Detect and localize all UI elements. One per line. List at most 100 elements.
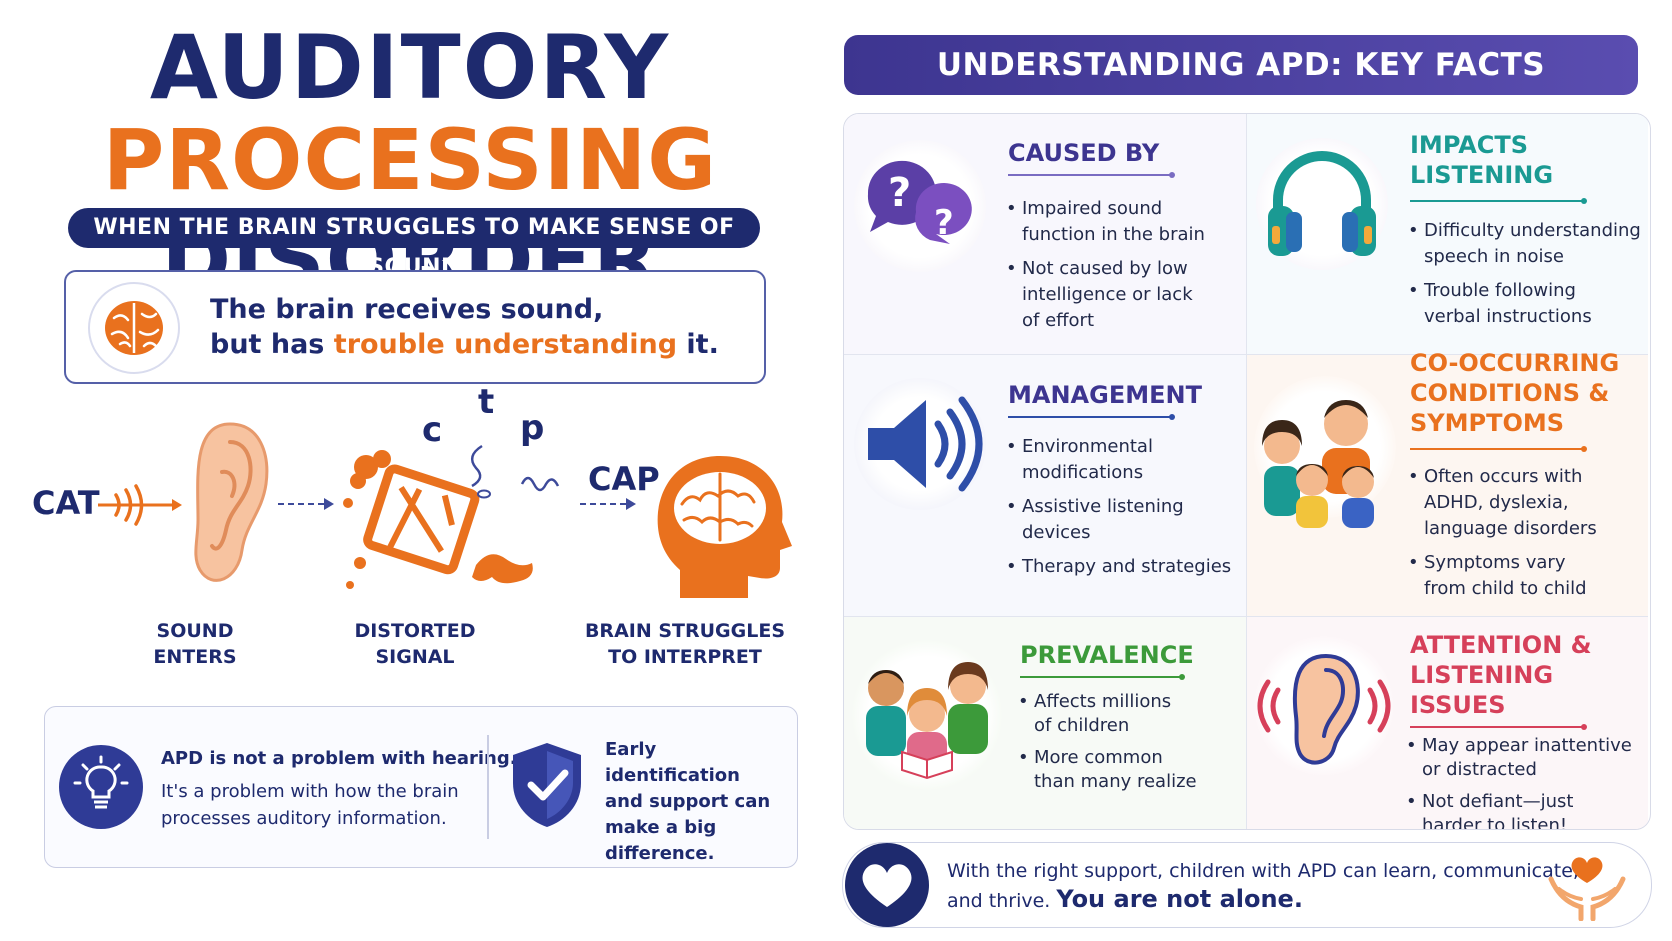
impacts-item-1-line1: Difficulty understanding: [1424, 220, 1641, 241]
info-left-bold: APD is not a problem with hearing.: [161, 748, 517, 769]
prevalence-item-1: Affects millions of children: [1018, 690, 1197, 738]
key-facts-header: UNDERSTANDING APD: KEY FACTS: [844, 35, 1638, 95]
squiggle-icon: [470, 444, 560, 499]
info-left-text: APD is not a problem with hearing. It's …: [161, 745, 517, 832]
co-occurring-title-line3: SYMPTOMS: [1410, 409, 1565, 437]
prevalence-item-1-line1: Affects millions: [1034, 691, 1172, 712]
brain-summary-post: it.: [677, 329, 719, 360]
prevalence-title: PREVALENCE: [1020, 640, 1194, 670]
attention-underline: [1410, 724, 1587, 730]
family-icon: [1254, 376, 1396, 528]
svg-text:?: ?: [934, 203, 954, 243]
management-underline: [1008, 414, 1175, 420]
management-item-3-line1: Therapy and strategies: [1022, 556, 1232, 577]
caused-by-item-2-line2: intelligence or lack: [1022, 284, 1193, 305]
broken-signal-icon: [343, 450, 533, 589]
management-item-1-line2: modifications: [1022, 462, 1144, 483]
output-word: CAP: [588, 460, 660, 498]
step-brain-struggles: BRAIN STRUGGLES TO INTERPRET: [580, 618, 790, 670]
management-item-3: Therapy and strategies: [1006, 554, 1231, 580]
info-right-line2: and support can: [605, 791, 771, 812]
management-item-2: Assistive listening devices: [1006, 494, 1231, 546]
impacts-title-line2: LISTENING: [1410, 161, 1554, 189]
scrambled-letter-c: c: [422, 410, 443, 450]
brain-summary-accent: trouble understanding: [333, 329, 678, 360]
management-item-1-line1: Environmental: [1022, 436, 1153, 457]
step-3-line2: TO INTERPRET: [608, 646, 762, 668]
impacts-title-line1: IMPACTS: [1410, 131, 1529, 159]
caused-by-item-1-line1: Impaired sound: [1022, 198, 1163, 219]
step-2-line1: DISTORTED: [354, 620, 476, 642]
info-left-line1: It's a problem with how the brain: [161, 781, 459, 802]
info-divider: [487, 735, 489, 839]
caused-by-title-line1: CAUSED BY: [1008, 139, 1160, 167]
info-right-line4: difference.: [605, 843, 715, 864]
co-occurring-item-1-line3: language disorders: [1424, 518, 1597, 539]
title-accent-word: PROCESSING: [102, 111, 718, 209]
sound-wave-icon: [98, 484, 182, 526]
brain-summary-box: The brain receives sound, but has troubl…: [64, 270, 766, 384]
info-box: APD is not a problem with hearing. It's …: [44, 706, 798, 868]
headphones-icon: [1256, 138, 1388, 270]
co-occurring-title-line2: CONDITIONS &: [1410, 379, 1610, 407]
caused-by-item-2-line3: of effort: [1022, 310, 1095, 331]
co-occurring-item-2-line2: from child to child: [1424, 578, 1587, 599]
prevalence-item-1-line2: of children: [1034, 715, 1130, 736]
info-left-line2: processes auditory information.: [161, 808, 447, 829]
prevalence-underline: [1020, 674, 1185, 680]
question-bubbles-icon: ? ?: [854, 140, 986, 272]
heart-icon: [845, 843, 929, 927]
scrambled-letter-t: t: [478, 382, 495, 422]
speaker-icon: [854, 378, 986, 510]
brain-summary-line2: but has trouble understanding it.: [210, 327, 719, 362]
prevalence-title-line1: PREVALENCE: [1020, 641, 1194, 669]
impacts-item-2-line1: Trouble following: [1424, 280, 1576, 301]
scrambled-letter-p: p: [520, 408, 545, 448]
impacts-item-2-line2: verbal instructions: [1424, 306, 1592, 327]
hands-heart-icon: [1548, 857, 1626, 921]
co-occurring-item-1-line1: Often occurs with: [1424, 466, 1583, 487]
arrow-to-signal: [278, 498, 334, 510]
impacts-item-1-line2: speech in noise: [1424, 246, 1564, 267]
step-3-line1: BRAIN STRUGGLES: [584, 620, 786, 642]
svg-text:?: ?: [888, 170, 911, 216]
ear-icon: [194, 422, 269, 582]
caused-by-item-2-line1: Not caused by low: [1022, 258, 1188, 279]
co-occurring-underline: [1410, 446, 1587, 452]
prevalence-item-2-line1: More common: [1034, 747, 1163, 768]
info-right-text: Early identification and support can mak…: [605, 737, 797, 867]
footer-text: With the right support, children with AP…: [947, 857, 1579, 915]
info-right-line3: make a big: [605, 817, 717, 838]
caused-by-underline: [1008, 172, 1175, 178]
impacts-underline: [1410, 198, 1587, 204]
head-brain-icon: [657, 456, 792, 598]
step-1-line2: ENTERS: [153, 646, 237, 668]
attention-title-line2: LISTENING: [1410, 661, 1554, 689]
management-item-2-line1: Assistive listening: [1022, 496, 1184, 517]
attention-title-line1: ATTENTION &: [1410, 631, 1592, 659]
management-title-line1: MANAGEMENT: [1008, 381, 1202, 409]
brain-summary-text: The brain receives sound, but has troubl…: [210, 292, 719, 362]
subtitle-banner: WHEN THE BRAIN STRUGGLES TO MAKE SENSE O…: [68, 208, 760, 280]
footer-banner: With the right support, children with AP…: [842, 842, 1652, 928]
management-item-2-line2: devices: [1022, 522, 1091, 543]
management-title: MANAGEMENT: [1008, 380, 1202, 410]
management-item-1: Environmental modifications: [1006, 434, 1231, 486]
attention-item-1-line2: or distracted: [1422, 759, 1537, 780]
footer-line2-big: You are not alone.: [1056, 885, 1303, 913]
attention-item-2-line1: Not defiant—just: [1422, 791, 1574, 812]
reading-kids-icon: [852, 640, 1002, 790]
